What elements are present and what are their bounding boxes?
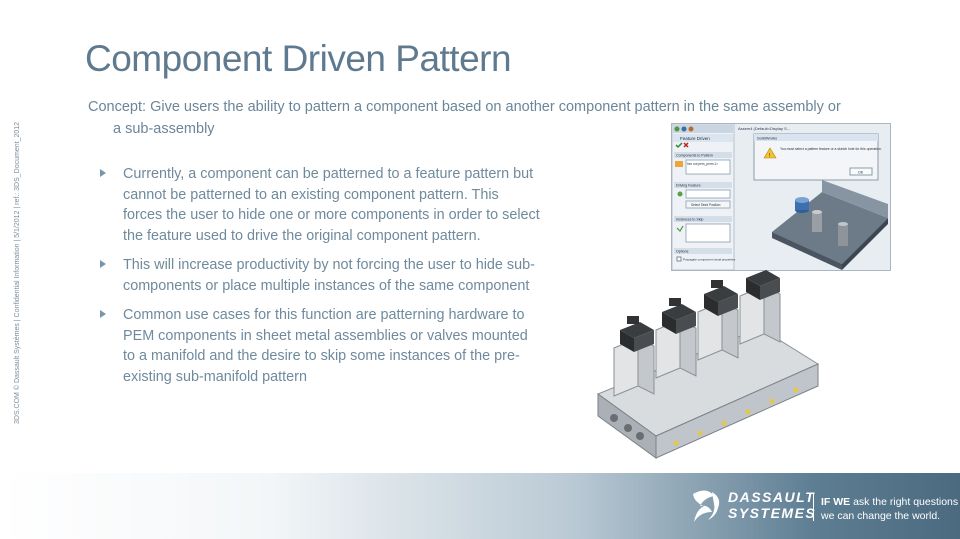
dialog-ok-label: OK <box>858 171 864 175</box>
dassault-logo: DASSAULT SYSTEMES IF WE ask the right qu… <box>690 484 958 530</box>
warning-icon <box>763 147 777 159</box>
tree-label: Assem4 (Default<Display S... <box>738 126 790 131</box>
skip-list[interactable] <box>685 223 731 243</box>
tagline-bold: IF WE <box>821 496 851 508</box>
section-driving: Driving Feature <box>676 184 701 188</box>
footer-band <box>0 473 960 539</box>
svg-text:!: ! <box>769 153 770 159</box>
bullet-text: This will increase productivity by not f… <box>123 257 535 294</box>
side-note: 3DS.COM © Dassault Systèmes | Confidenti… <box>6 122 21 432</box>
components-list[interactable] <box>685 159 731 175</box>
section-skip: Instances to Skip <box>676 218 703 222</box>
panel-title: Feature Driven <box>680 136 710 141</box>
brand-line-2: SYSTEMES <box>728 505 817 521</box>
bullet-text: Common use cases for this function are p… <box>123 307 528 385</box>
logo-divider <box>813 493 814 521</box>
section-options: Options <box>676 250 689 254</box>
tagline-rest: ask the right questions <box>850 496 959 508</box>
driving-feature-field[interactable] <box>685 189 731 199</box>
bullet-text: Currently, a component can be patterned … <box>123 166 540 244</box>
solidworks-screenshot: Feature Driven Components to Pattern hex… <box>671 123 891 271</box>
concept-text: Concept: Give users the ability to patte… <box>88 96 898 140</box>
bullet-arrow-icon <box>100 169 106 177</box>
tagline-line-1: IF WE ask the right questions <box>821 496 958 508</box>
bullet-item: Common use cases for this function are p… <box>100 305 540 387</box>
concept-line-1: Concept: Give users the ability to patte… <box>88 99 841 115</box>
select-seed-button[interactable] <box>685 200 731 209</box>
concept-line-2: a sub-assembly <box>113 121 215 137</box>
bullet-item: This will increase productivity by not f… <box>100 255 540 296</box>
bullet-list: Currently, a component can be patterned … <box>100 164 540 396</box>
3ds-logo-icon <box>693 490 720 522</box>
valve-manifold-image <box>580 268 826 460</box>
dialog-ok-button[interactable] <box>849 167 873 176</box>
brand-line-1: DASSAULT <box>728 489 816 505</box>
select-seed-label: Select Seed Position <box>691 203 721 207</box>
slide-title: Component Driven Pattern <box>85 38 512 79</box>
bullet-arrow-icon <box>100 260 106 268</box>
bullet-arrow-icon <box>100 310 106 318</box>
component-item[interactable]: hex nut pem_pem<1> <box>687 162 718 166</box>
tagline-line-2: we can change the world. <box>821 510 941 522</box>
bullet-item: Currently, a component can be patterned … <box>100 164 540 246</box>
side-note-text: 3DS.COM © Dassault Systèmes | Confidenti… <box>14 121 21 424</box>
dialog-title: SolidWorks <box>757 136 777 141</box>
option-label: Propagate component visual properties <box>683 258 736 262</box>
propagate-checkbox[interactable] <box>676 256 682 262</box>
cad-viewport-drawing: Feature Driven Components to Pattern hex… <box>672 124 890 270</box>
dialog-message: You must select a pattern feature or a s… <box>780 147 882 151</box>
section-components: Components to Pattern <box>676 154 713 158</box>
